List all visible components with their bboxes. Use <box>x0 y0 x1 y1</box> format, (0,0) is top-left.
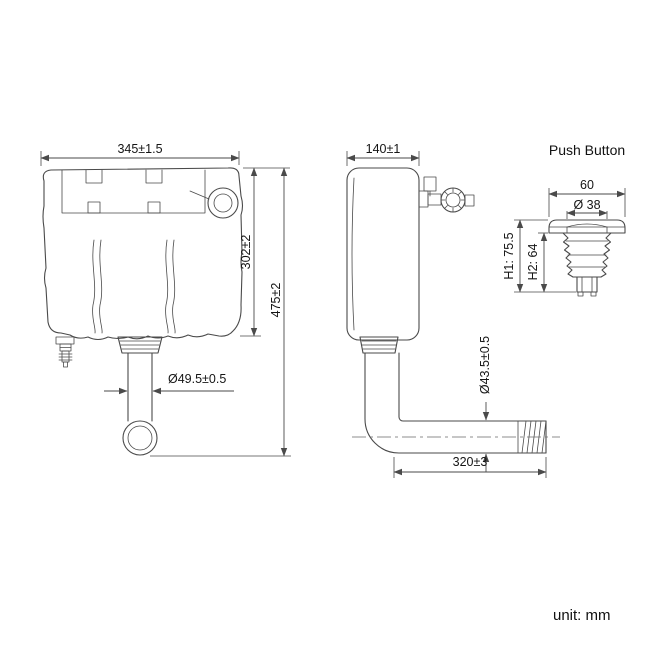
side-depth-dim-label: 140±1 <box>366 142 401 156</box>
seal-leader-line <box>189 190 210 200</box>
pipe-diameter-dim-label: Ø43.5±0.5 <box>478 336 492 394</box>
side-view: 140±1 Ø43.5±0.5 320±3 <box>346 142 560 478</box>
tank-rib <box>99 239 103 334</box>
push-button-title: Push Button <box>549 142 625 158</box>
recess-tab-left <box>85 169 103 184</box>
elbow-pipe-inner-wall <box>398 352 547 422</box>
front-body-height-dim-label: 302±2 <box>239 235 253 270</box>
unit-note: unit: mm <box>553 607 611 624</box>
recess-block-left <box>87 201 101 214</box>
pipe-length-dim-label: 320±3 <box>453 455 488 469</box>
dim-front-width: 345±1.5 <box>40 142 240 166</box>
pipe-thread <box>541 420 547 454</box>
pipe-thread <box>521 420 527 454</box>
outlet-flange-front <box>117 336 163 354</box>
front-total-height-dim-label: 475±2 <box>269 283 283 318</box>
button-diameter-dim-label: Ø 38 <box>573 198 600 212</box>
push-button-stem <box>562 232 612 278</box>
outlet-opening-inner-circle <box>127 425 153 451</box>
tank-side-inner-contour <box>351 177 355 331</box>
button-h1-dim-label: H1: 75.5 <box>502 232 516 279</box>
cistern-tank-side-outline <box>346 167 420 341</box>
recess-tab-right <box>145 169 163 184</box>
button-width-dim-label: 60 <box>580 178 594 192</box>
front-width-dim-label: 345±1.5 <box>117 142 162 156</box>
recess-block-right <box>147 201 161 214</box>
tank-rib <box>92 239 96 334</box>
tank-top-recess <box>61 169 206 214</box>
tank-rib <box>172 239 176 334</box>
elbow-pipe-outer-wall <box>364 352 547 454</box>
outlet-flange-side <box>359 336 399 354</box>
flush-seal-inner-circle <box>213 193 233 213</box>
outlet-diameter-dim-label: Ø49.5±0.5 <box>168 372 226 386</box>
dim-pipe-length: 320±3 <box>393 455 547 478</box>
dim-side-depth: 140±1 <box>346 142 420 166</box>
button-h2-dim-label: H2: 64 <box>526 244 540 281</box>
fill-valve <box>418 176 475 213</box>
front-view: 345±1.5 302±2 475±2 Ø49.5±0.5 <box>40 142 291 457</box>
cistern-tank-front-outline <box>42 167 244 341</box>
outlet-opening-outer-circle <box>122 420 158 456</box>
dim-outlet-diameter: Ø49.5±0.5 <box>104 372 234 395</box>
dim-front-total-height: 475±2 <box>150 167 291 457</box>
push-button-view: Push Button 60 Ø 38 <box>502 142 626 297</box>
dim-button-width: 60 <box>548 178 626 217</box>
dim-front-body-height: 302±2 <box>239 167 290 337</box>
drain-valve-fitting <box>55 336 75 368</box>
flush-seal-outer-circle <box>207 187 239 219</box>
tank-rib <box>165 239 169 334</box>
dim-button-h2: H2: 64 <box>526 232 548 293</box>
dim-pipe-diameter: Ø43.5±0.5 <box>478 336 492 472</box>
dim-button-diameter: Ø 38 <box>566 198 608 219</box>
push-button-connector <box>576 276 598 297</box>
push-button-cap <box>548 219 626 234</box>
